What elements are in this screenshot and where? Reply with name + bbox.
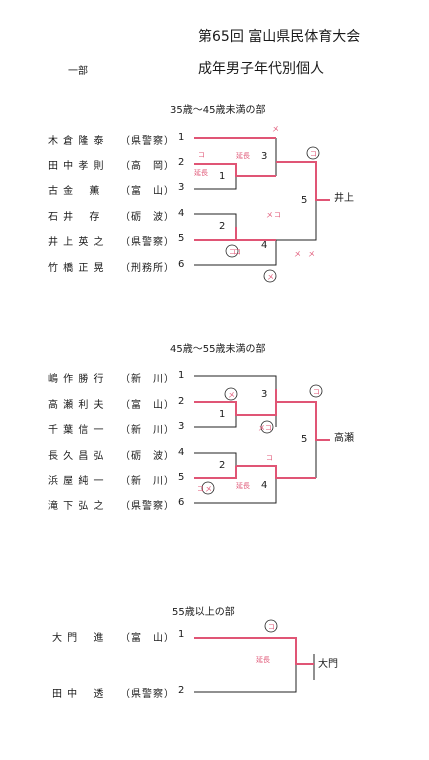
player-name: 嶋 作 勝 行 bbox=[48, 374, 105, 385]
winner-label: 大門 bbox=[318, 659, 338, 670]
seed-number: 5 bbox=[178, 472, 185, 483]
seed-number: 2 bbox=[178, 396, 185, 407]
seed-number: 2 bbox=[178, 157, 185, 168]
mark-encho: 延長 bbox=[236, 151, 250, 160]
mark-men: メ bbox=[205, 485, 212, 493]
mark-kote: コ bbox=[197, 485, 204, 493]
player-name: 大 門 進 bbox=[52, 633, 105, 644]
match-number: 4 bbox=[261, 240, 268, 251]
mark-men: メ bbox=[272, 125, 279, 133]
section-heading-35-45: 35歳～45歳未満の部 bbox=[170, 105, 266, 116]
mark-kote: コ bbox=[266, 454, 273, 462]
mark-men: メ bbox=[228, 391, 235, 399]
seed-number: 3 bbox=[178, 421, 185, 432]
match-number: 4 bbox=[261, 480, 268, 491]
mark-kote: コ bbox=[268, 623, 275, 631]
seed-number: 4 bbox=[178, 447, 185, 458]
match-number: 2 bbox=[219, 460, 226, 471]
division-label: 一部 bbox=[68, 66, 88, 77]
mark-encho: 延長 bbox=[256, 655, 270, 664]
player-team: （新 川） bbox=[120, 476, 175, 487]
winner-label: 高瀬 bbox=[334, 433, 354, 444]
mark-kote: コ bbox=[234, 248, 241, 256]
seed-number: 2 bbox=[178, 685, 185, 696]
mark-kote: コ bbox=[229, 248, 236, 256]
tournament-title: 第65回 富山県民体育大会 bbox=[198, 29, 361, 45]
player-team: （富 山） bbox=[120, 400, 175, 411]
player-name: 田 中 孝 則 bbox=[48, 161, 105, 172]
player-team: （県警察） bbox=[120, 237, 175, 248]
player-team: （砺 波） bbox=[120, 451, 175, 462]
player-name: 滝 下 弘 之 bbox=[48, 501, 105, 512]
match-number: 5 bbox=[301, 434, 308, 445]
match-number: 3 bbox=[261, 151, 268, 162]
player-team: （高 岡） bbox=[120, 161, 175, 172]
mark-men: メ bbox=[294, 250, 301, 258]
player-team: （新 川） bbox=[120, 374, 175, 385]
player-team: （砺 波） bbox=[120, 212, 175, 223]
match-number: 5 bbox=[301, 195, 308, 206]
player-name: 古 金 薫 bbox=[48, 186, 101, 197]
player-team: （県警察） bbox=[120, 501, 175, 512]
match-number: 3 bbox=[261, 389, 268, 400]
player-team: （富 山） bbox=[120, 186, 175, 197]
mark-kote: コ bbox=[310, 150, 317, 158]
mark-kote: コ bbox=[198, 151, 205, 159]
mark-encho: 延長 bbox=[194, 168, 208, 177]
mark-kote: コ bbox=[265, 424, 272, 432]
player-team: （県警察） bbox=[120, 689, 175, 700]
match-number: 1 bbox=[219, 171, 226, 182]
mark-men: メ bbox=[258, 424, 265, 432]
seed-number: 6 bbox=[178, 497, 185, 508]
mark-men: メ bbox=[308, 250, 315, 258]
seed-number: 1 bbox=[178, 629, 185, 640]
winner-label: 井上 bbox=[334, 193, 354, 204]
player-name: 長 久 昌 弘 bbox=[48, 451, 105, 462]
player-name: 浜 屋 純 一 bbox=[48, 476, 105, 487]
mark-kote: コ bbox=[313, 388, 320, 396]
section-heading-55-over: 55歳以上の部 bbox=[172, 607, 235, 618]
seed-number: 3 bbox=[178, 182, 185, 193]
seed-number: 4 bbox=[178, 208, 185, 219]
seed-number: 6 bbox=[178, 259, 185, 270]
player-name: 高 瀬 利 夫 bbox=[48, 400, 105, 411]
player-team: （刑務所） bbox=[120, 263, 175, 274]
match-number: 1 bbox=[219, 409, 226, 420]
match-number: 2 bbox=[219, 221, 226, 232]
event-subtitle: 成年男子年代別個人 bbox=[198, 61, 324, 77]
player-name: 千 葉 信 一 bbox=[48, 425, 105, 436]
mark-men: メ bbox=[267, 273, 274, 281]
player-name: 石 井 存 bbox=[48, 212, 101, 223]
section-heading-45-55: 45歳～55歳未満の部 bbox=[170, 344, 266, 355]
player-team: （新 川） bbox=[120, 425, 175, 436]
player-team: （県警察） bbox=[120, 136, 175, 147]
player-team: （富 山） bbox=[120, 633, 175, 644]
mark-kote: コ bbox=[274, 211, 281, 219]
player-name: 井 上 英 之 bbox=[48, 237, 105, 248]
mark-encho: 延長 bbox=[236, 481, 250, 490]
player-name: 田 中 透 bbox=[52, 689, 105, 700]
seed-number: 1 bbox=[178, 132, 185, 143]
player-name: 竹 橋 正 晃 bbox=[48, 263, 105, 274]
seed-number: 5 bbox=[178, 233, 185, 244]
seed-number: 1 bbox=[178, 370, 185, 381]
mark-men: メ bbox=[266, 211, 273, 219]
player-name: 木 倉 隆 泰 bbox=[48, 136, 105, 147]
